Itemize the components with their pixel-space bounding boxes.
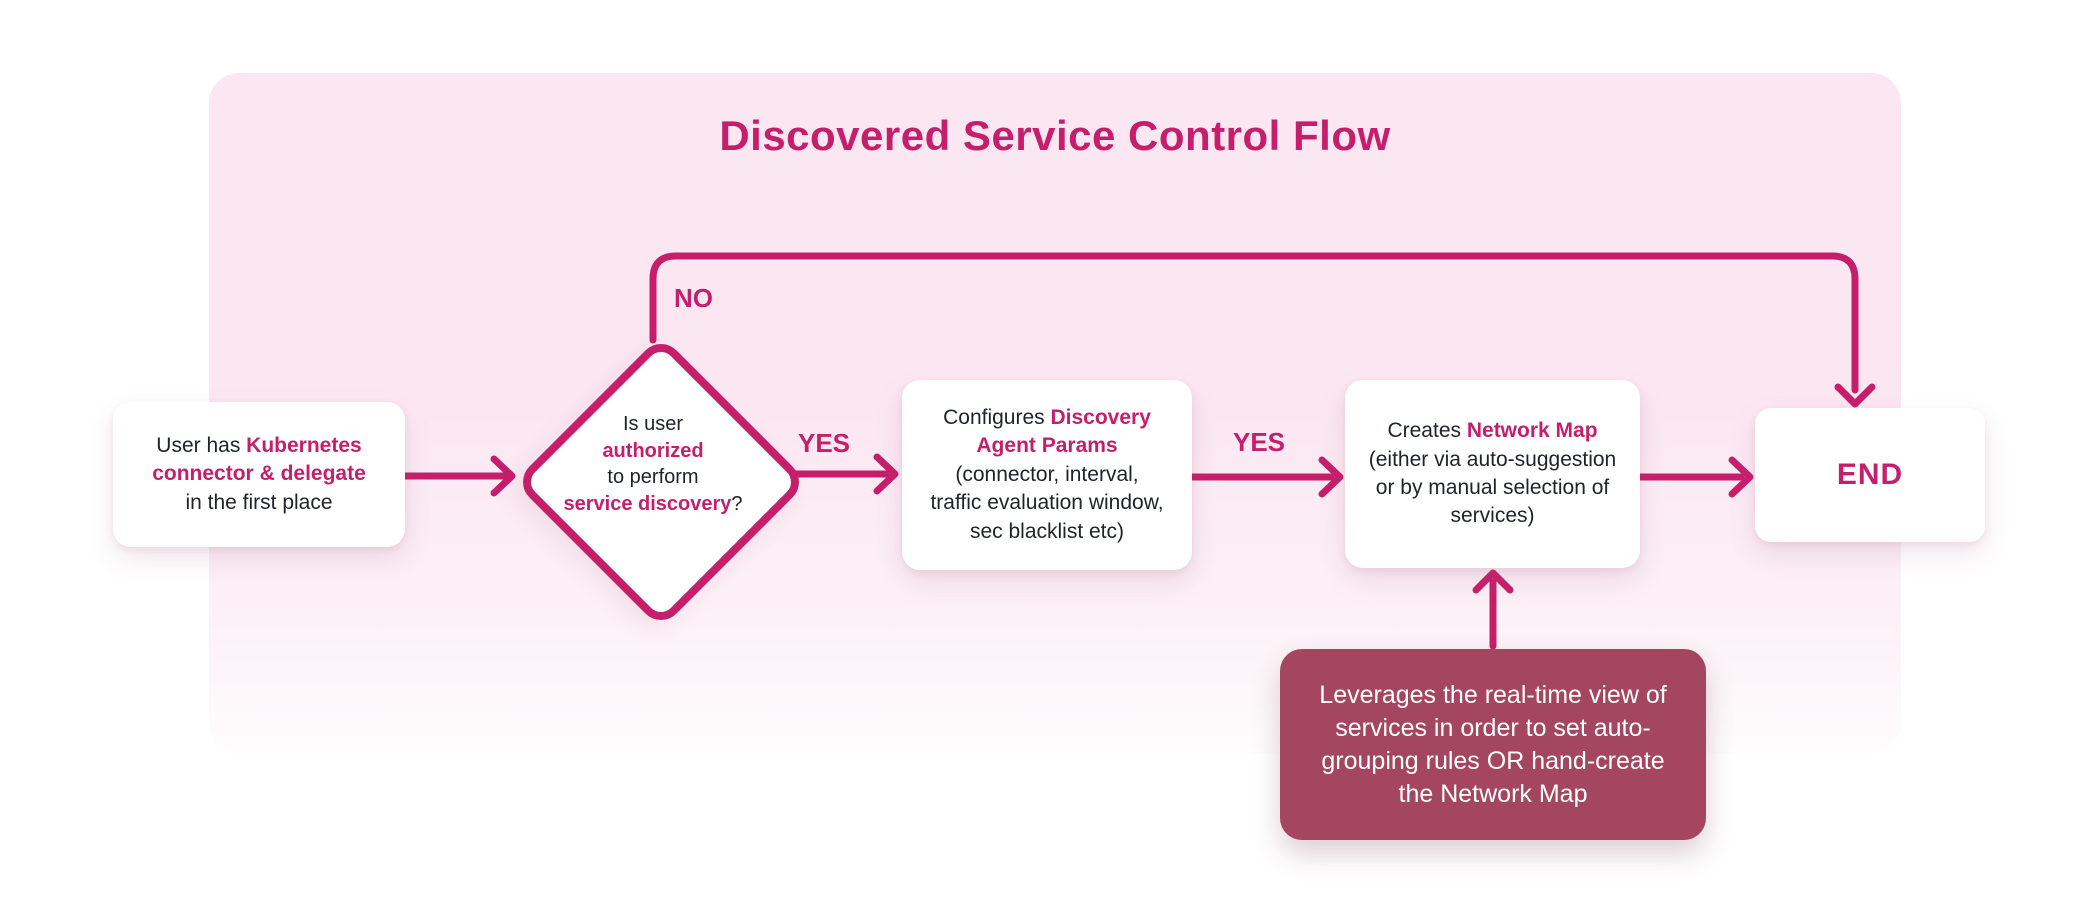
annotation-arrow-to-create (1472, 569, 1514, 650)
edge-label-yes-decision: YES (798, 428, 851, 458)
node-configure-params: Configures Discovery Agent Params (conne… (902, 380, 1192, 570)
decision-line-4: service discovery? (543, 491, 763, 518)
node-end: END (1755, 408, 1985, 542)
decision-line-4-suffix: ? (731, 492, 743, 515)
node-start-text-plain: User has (156, 433, 247, 457)
node-create-text-highlight: Network Map (1466, 419, 1598, 443)
edge-label-no: NO (674, 283, 713, 313)
no-loop-line-to-end (649, 252, 1876, 408)
decision-line-4-highlight: service discovery (563, 492, 732, 515)
node-configure-text-plain: Configures (943, 406, 1051, 430)
node-start-text: User has Kubernetes connector & delegate… (143, 432, 375, 517)
node-start: User has Kubernetes connector & delegate… (113, 402, 405, 547)
node-configure-text-highlight: Discovery Agent Params (976, 406, 1151, 458)
arrow-start-to-decision (401, 455, 516, 497)
arrow-create-to-end (1636, 456, 1754, 498)
arrow-configure-to-create (1188, 456, 1344, 498)
node-create-network-map: Creates Network Map (either via auto-sug… (1345, 380, 1640, 568)
decision-line-3: to perform (607, 466, 699, 489)
arrow-decision-to-configure (786, 453, 899, 495)
node-create-text-plain: Creates (1387, 419, 1467, 443)
node-start-text-plain-2: in the first place (185, 490, 333, 514)
node-configure-text: Configures Discovery Agent Params (conne… (928, 404, 1166, 546)
node-create-text-plain-2: (either via auto-suggestion or by manual… (1368, 447, 1617, 528)
decision-line-1: Is user (622, 413, 684, 435)
annotation-note-text: Leverages the real-time view of services… (1319, 680, 1667, 808)
node-configure-text-plain-2: (connector, interval, traffic evaluation… (930, 462, 1164, 543)
diagram-title: Discovered Service Control Flow (719, 112, 1391, 159)
decision-line-2-highlight: authorized (602, 439, 704, 462)
node-decision: Is user authorized to perform service di… (543, 411, 763, 517)
annotation-note: Leverages the real-time view of services… (1280, 649, 1706, 840)
node-start-text-highlight: Kubernetes connector & delegate (152, 433, 366, 486)
node-end-label: END (1836, 457, 1904, 491)
node-create-text: Creates Network Map (either via auto-sug… (1369, 417, 1617, 530)
edge-label-yes-configure: YES (1233, 427, 1286, 457)
